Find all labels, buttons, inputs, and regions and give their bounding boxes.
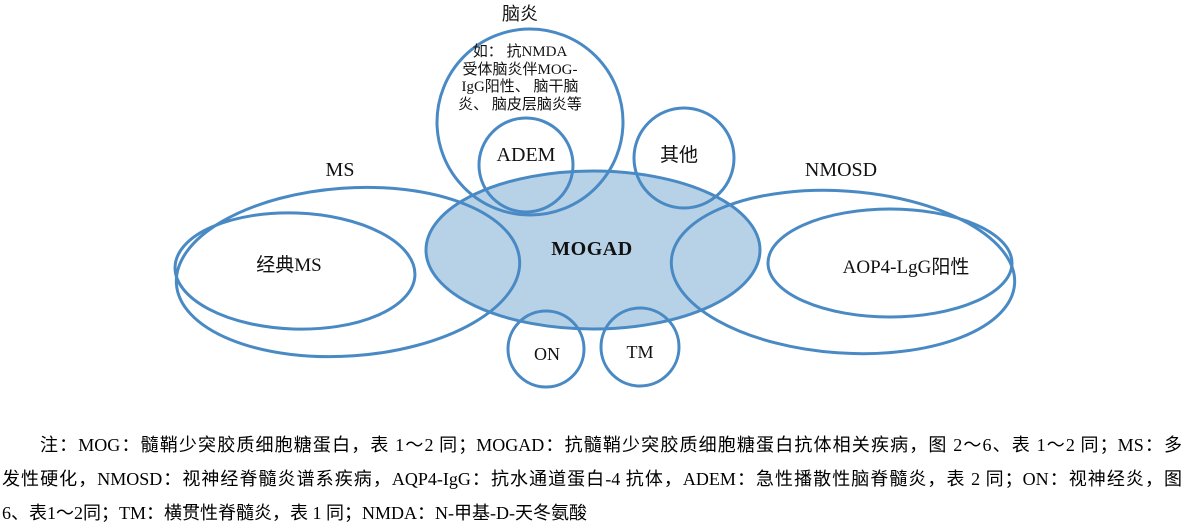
on-label: ON (534, 344, 560, 364)
adem-circle (477, 116, 575, 214)
mogad-label: MOGAD (551, 238, 633, 260)
ms-ellipse (174, 185, 522, 359)
encephalitis-detail-line: 受体脑炎伴MOG- (462, 61, 578, 78)
aqp4-positive-label: AOP4-LgG阳性 (842, 257, 970, 278)
classic-ms-ellipse (173, 211, 417, 331)
encephalitis-detail-text: 如： 抗NMDA 受体脑炎伴MOG- IgG阳性、 脑干脑 炎、 脑皮层脑炎等 (458, 44, 582, 114)
encephalitis-circle (435, 27, 625, 217)
other-circle (632, 106, 736, 210)
encephalitis-label: 脑炎 (502, 4, 538, 24)
footnote-line: 发性硬化，NMOSD：视神经脊髓炎谱系疾病，AQP4-IgG：抗水通道蛋白-4 … (2, 469, 1182, 489)
nmosd-label: NMOSD (804, 159, 878, 181)
figure-footnote: 注：MOG：髓鞘少突胶质细胞糖蛋白，表 1～2 同；MOGAD：抗髓鞘少突胶质细… (0, 420, 1186, 525)
other-label: 其他 (659, 145, 699, 166)
tm-circle (599, 306, 681, 388)
classic-ms-label: 经典MS (256, 255, 322, 276)
encephalitis-detail-line: 炎、 脑皮层脑炎等 (458, 96, 582, 113)
aqp4-positive-ellipse (766, 207, 1014, 319)
footnote-line: 注：MOG：髓鞘少突胶质细胞糖蛋白，表 1～2 同；MOGAD：抗髓鞘少突胶质细… (40, 435, 1182, 455)
adem-label: ADEM (496, 144, 556, 166)
encephalitis-detail-line: IgG阳性、 脑干脑 (461, 79, 579, 95)
venn-diagram-canvas (173, 27, 1017, 389)
nmosd-ellipse (669, 188, 1017, 356)
encephalitis-detail-line: 如： 抗NMDA (472, 44, 568, 60)
ms-label: MS (325, 159, 355, 181)
on-circle (506, 309, 586, 389)
footnote-line: 6、表1～2同；TM：横贯性脊髓炎，表 1 同；NMDA：N-甲基-D-天冬氨酸 (2, 503, 587, 523)
venn-diagram: 脑炎 如： 抗NMDA 受体脑炎伴MOG- IgG阳性、 脑干脑 炎、 脑皮层脑… (173, 4, 1017, 389)
tm-label: TM (626, 342, 654, 362)
